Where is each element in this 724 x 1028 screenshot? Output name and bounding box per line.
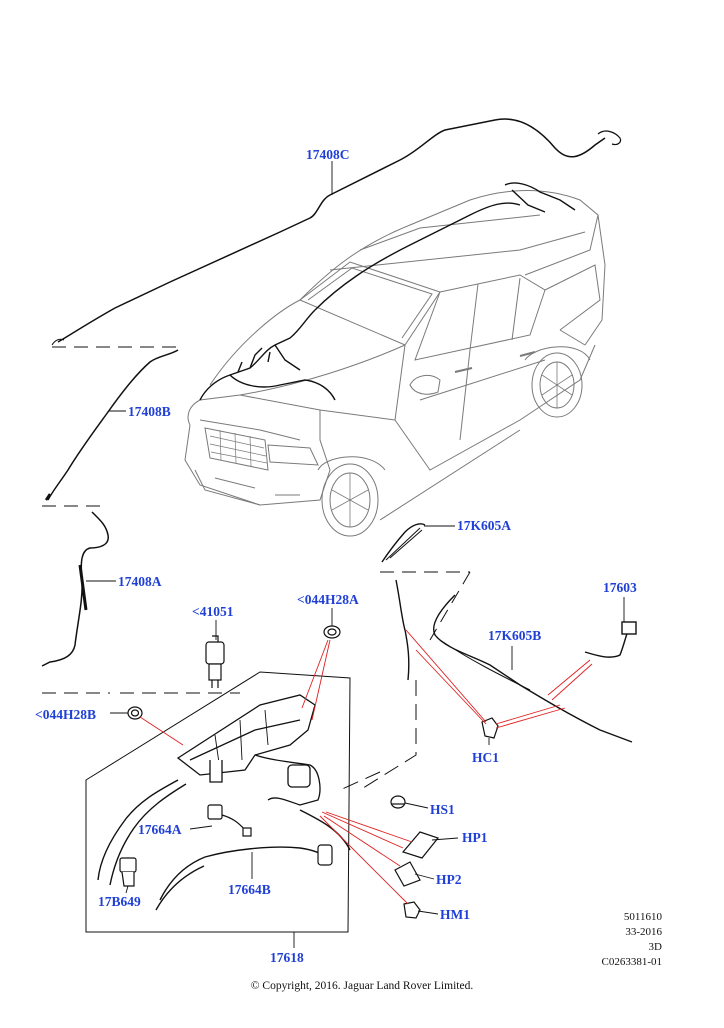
vehicle-illustration [184, 190, 606, 537]
callout-HM1[interactable]: HM1 [440, 907, 470, 922]
callout-HP1[interactable]: HP1 [462, 830, 488, 845]
meta-date-code: 33-2016 [625, 926, 662, 938]
callout-41051[interactable]: <41051 [192, 604, 234, 619]
callout-17408B[interactable]: 17408B [128, 404, 171, 419]
callout-HS1[interactable]: HS1 [430, 802, 455, 817]
callout-HC1[interactable]: HC1 [472, 750, 499, 765]
leader-lines [86, 161, 625, 948]
callout-17K605B[interactable]: 17K605B [488, 628, 542, 643]
part-17B649[interactable] [119, 857, 137, 887]
callout-17664A[interactable]: 17664A [138, 822, 182, 837]
callout-17408C[interactable]: 17408C [306, 147, 350, 162]
meta-part-number: 5011610 [623, 911, 662, 923]
tube-17K605A[interactable] [381, 523, 426, 681]
callout-17408A[interactable]: 17408A [118, 574, 162, 589]
part-HS1[interactable] [390, 795, 406, 809]
callout-17K605A[interactable]: 17K605A [457, 518, 511, 533]
assembly-guides [339, 680, 417, 791]
reservoir-frame-17618 [85, 671, 351, 933]
part-044H28A[interactable] [323, 625, 341, 639]
callout-17603[interactable]: 17603 [603, 580, 637, 595]
tube-17408A[interactable] [41, 511, 109, 667]
part-41051[interactable] [205, 635, 225, 688]
tube-17K605B[interactable] [433, 594, 633, 743]
part-17664B[interactable] [317, 844, 333, 866]
vehicle-harness [199, 182, 576, 401]
part-044H28B[interactable] [127, 706, 143, 720]
meta-view: 3D [648, 941, 662, 953]
callout-HP2[interactable]: HP2 [436, 872, 462, 887]
part-HP2[interactable] [394, 861, 421, 887]
callout-17B649[interactable]: 17B649 [98, 894, 141, 909]
part-17664A[interactable] [207, 804, 252, 837]
copyright-notice: © Copyright, 2016. Jaguar Land Rover Lim… [250, 980, 474, 992]
callout-17664B[interactable]: 17664B [228, 882, 271, 897]
tube-17603[interactable] [584, 621, 637, 658]
part-17618-reservoir[interactable] [176, 694, 321, 806]
drawing-metadata: 5011610 33-2016 3D C0263381-01 [602, 910, 663, 970]
part-HP1[interactable] [401, 831, 440, 859]
red-leader-lines [139, 629, 593, 905]
callout-044H28A[interactable]: <044H28A [297, 592, 359, 607]
meta-drawing-id: C0263381-01 [601, 956, 663, 968]
part-HM1[interactable] [403, 901, 421, 919]
part-HC1[interactable] [481, 717, 499, 739]
callout-044H28B[interactable]: <044H28B [35, 707, 96, 722]
tube-17408B[interactable] [44, 349, 179, 501]
reservoir-hoses [97, 779, 351, 911]
callout-17618[interactable]: 17618 [270, 950, 304, 965]
tube-17408C[interactable] [51, 118, 622, 346]
break-lines [42, 346, 471, 694]
